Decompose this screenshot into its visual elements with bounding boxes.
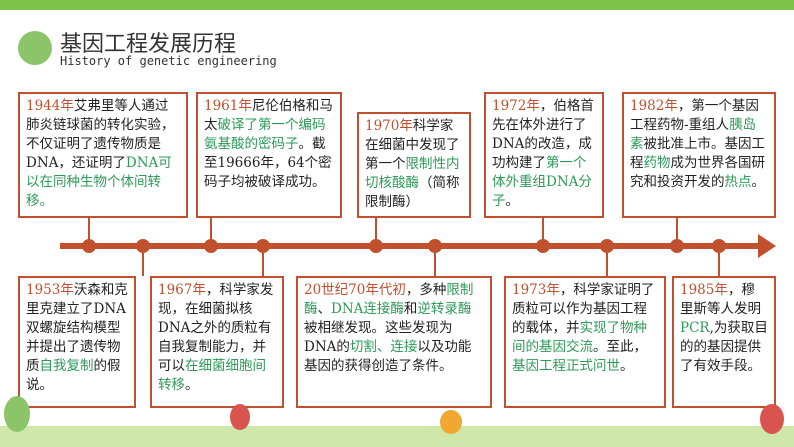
event-text: 被相继发现。这些发现为DNA的	[304, 320, 453, 355]
event-year: 20世纪70年代初	[304, 282, 406, 298]
event-text: 艾弗里等人通过肺炎链球菌的转化实验，不仅证明了遗传物质是DNA，还证明了	[26, 98, 175, 171]
event-text: 。	[505, 193, 520, 209]
event-text: 被批准上市。基因工程	[630, 136, 765, 171]
event-card-1970s: 20世纪70年代初，多种限制酶、DNA连接酶和逆转录酶被相继发现。这些发现为DN…	[296, 276, 492, 408]
event-card-1970: 1970年科学家在细菌中发现了第一个限制性内切核酸酶（简称限制酶）	[357, 112, 471, 218]
event-text: 的假说。	[26, 358, 121, 393]
event-highlight: 胰岛素	[630, 117, 757, 152]
event-highlight: 限制性内切核酸酶	[365, 156, 460, 191]
event-year: 1972年	[492, 98, 540, 114]
tree-icon	[760, 404, 784, 434]
event-card-1944: 1944年艾弗里等人通过肺炎链球菌的转化实验，不仅证明了遗传物质是DNA，还证明…	[18, 92, 188, 218]
event-highlight: 基因工程正式问世	[512, 358, 620, 374]
timeline-dot	[712, 239, 726, 253]
event-text: 沃森和克里克建立了DNA双螺旋结构模型并提出了遗传物质	[26, 282, 128, 374]
timeline-dot	[600, 239, 614, 253]
event-text: 。截至19666年，64个密码子均被破译成功。	[204, 136, 332, 190]
event-card-1982: 1982年，第一个基因工程药物-重组人胰岛素被批准上市。基因工程药物成为世界各国…	[622, 92, 776, 218]
event-highlight: DNA可以在同种生物个体间转移。	[26, 155, 172, 209]
event-text: 。至此，	[593, 339, 647, 355]
event-highlight: 破译了第一个编码氨基酸的密码子	[204, 117, 326, 152]
event-text: ,为获取目的的基因提供了有效手段。	[680, 320, 768, 374]
event-highlight: 切割、连接	[349, 339, 418, 355]
event-card-1973: 1973年，科学家证明了质粒可以作为基因工程的载体，并实现了物种间的基因交流。至…	[504, 276, 666, 408]
timeline-dot	[428, 239, 442, 253]
timeline-arrow-icon	[758, 234, 776, 258]
page-title: 基因工程发展历程	[60, 32, 237, 57]
event-text: ，第一个基因工程药物-重组人	[630, 98, 759, 133]
event-highlight: PCR	[680, 320, 710, 336]
event-text: 。	[751, 174, 766, 190]
timeline-stem	[262, 246, 264, 276]
event-year: 1973年	[512, 282, 560, 298]
event-text: （简称限制酶）	[365, 175, 460, 210]
event-card-1967: 1967年，科学家发现，在细菌拟核DNA之外的质粒有自我复制能力，并可以在细菌细…	[150, 276, 284, 408]
event-highlight: 在细菌细胞间转移	[158, 358, 266, 393]
event-year: 1982年	[630, 98, 678, 114]
timeline-dot	[136, 239, 150, 253]
event-card-1972: 1972年，伯格首先在体外进行了DNA的改造，成功构建了第一个体外重组DNA分子…	[484, 92, 604, 218]
event-text: ，多种	[405, 282, 447, 298]
timeline-stem	[210, 218, 212, 246]
event-text: ，伯格首先在体外进行了DNA的改造，成功构建了	[492, 98, 594, 171]
event-text: 。	[620, 358, 634, 374]
tree-icon	[230, 404, 250, 430]
title-circle-icon	[18, 31, 52, 65]
event-text: ，科学家发现，在细菌拟核DNA之外的质粒有自我复制能力，并可以	[158, 282, 274, 374]
timeline-stem	[142, 246, 144, 276]
event-text: 和	[403, 301, 418, 317]
event-text: 尼伦伯格和马太	[204, 98, 333, 133]
event-year: 1953年	[26, 282, 74, 298]
event-text: 。	[185, 377, 199, 393]
event-highlight: 限制酶	[304, 282, 474, 317]
timeline-stem	[375, 218, 377, 246]
event-card-1953: 1953年沃森和克里克建立了DNA双螺旋结构模型并提出了遗传物质自我复制的假说。	[18, 276, 136, 408]
timeline-stem	[606, 246, 608, 276]
ground-decoration	[0, 426, 794, 447]
timeline-line	[60, 243, 760, 249]
event-year: 1970年	[365, 118, 413, 134]
timeline-dot	[369, 239, 383, 253]
top-accent-bar	[0, 0, 794, 10]
event-year: 1961年	[204, 98, 252, 114]
event-text: 、	[317, 301, 332, 317]
event-text: 以及功能基因的获得创造了条件。	[304, 339, 472, 374]
event-text: ，科学家证明了质粒可以作为基因工程的载体，并	[512, 282, 655, 336]
tree-icon	[440, 410, 462, 434]
event-highlight: 第一个体外重组DNA分子	[492, 155, 592, 209]
event-highlight: 热点	[724, 174, 752, 190]
timeline-stem	[542, 218, 544, 246]
timeline-stem	[676, 218, 678, 246]
event-highlight: 实现了物种间的基因交流	[512, 320, 647, 355]
event-year: 1985年	[680, 282, 728, 298]
event-highlight: DNA连接酶	[331, 301, 404, 317]
event-highlight: 药物	[643, 155, 671, 171]
timeline-dot	[536, 239, 550, 253]
event-text: 成为世界各国研究和投资开发的	[630, 155, 765, 190]
timeline-dot	[256, 239, 270, 253]
event-text: ，穆里斯等人发明	[680, 282, 761, 317]
timeline-dot	[670, 239, 684, 253]
timeline-stem	[88, 218, 90, 246]
timeline-stem	[434, 246, 436, 276]
event-text: 科学家在细菌中发现了第一个	[365, 118, 460, 172]
timeline-dot	[204, 239, 218, 253]
event-card-1961: 1961年尼伦伯格和马太破译了第一个编码氨基酸的密码子。截至19666年，64个…	[196, 92, 342, 218]
event-card-1985: 1985年，穆里斯等人发明 PCR,为获取目的的基因提供了有效手段。	[672, 276, 776, 408]
page-subtitle: History of genetic engineering	[60, 54, 277, 68]
event-year: 1967年	[158, 282, 206, 298]
event-highlight: 逆转录酶	[417, 301, 472, 317]
timeline-stem	[718, 246, 720, 276]
tree-icon	[4, 396, 30, 432]
timeline-dot	[82, 239, 96, 253]
event-highlight: 自我复制	[39, 358, 94, 374]
event-year: 1944年	[26, 98, 74, 114]
